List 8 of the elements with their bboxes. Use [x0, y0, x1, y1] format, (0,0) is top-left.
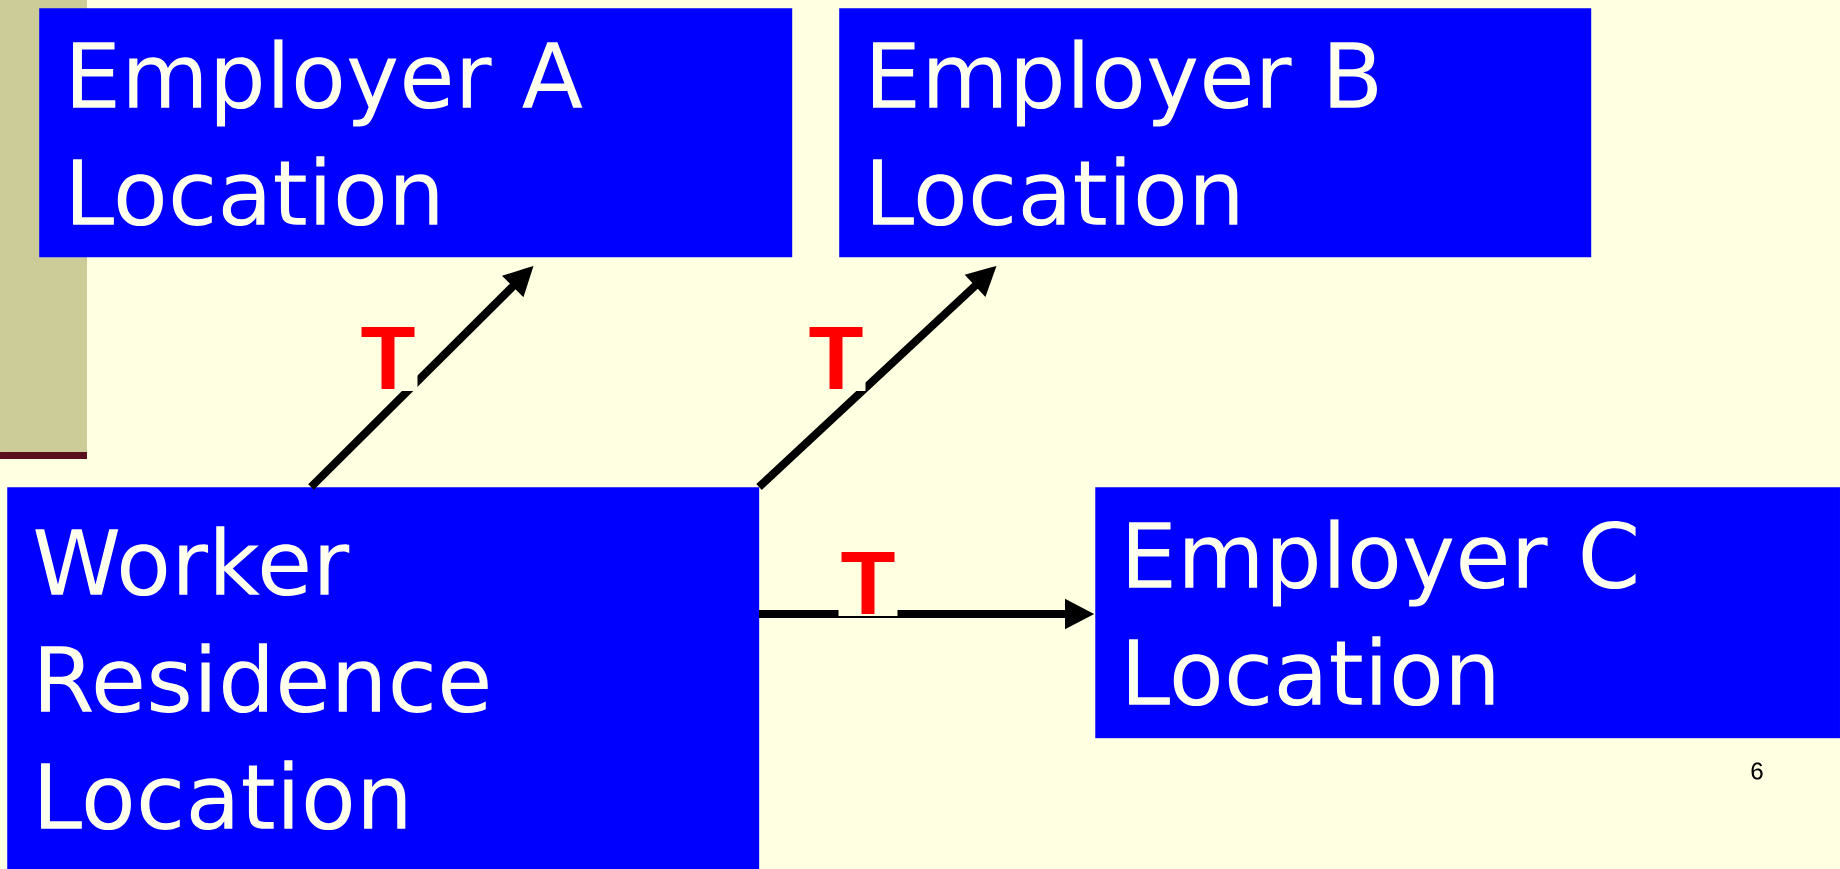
edge-label: T — [358, 325, 418, 391]
page-number: 6 — [1751, 762, 1763, 780]
edge-label: T — [806, 325, 866, 391]
location-box: Worker Residence Location — [7, 487, 760, 869]
edge-label: T — [838, 550, 898, 616]
location-box: Employer B Location — [839, 8, 1592, 258]
location-box: Employer A Location — [39, 8, 793, 258]
location-box: Employer C Location — [1095, 487, 1840, 739]
